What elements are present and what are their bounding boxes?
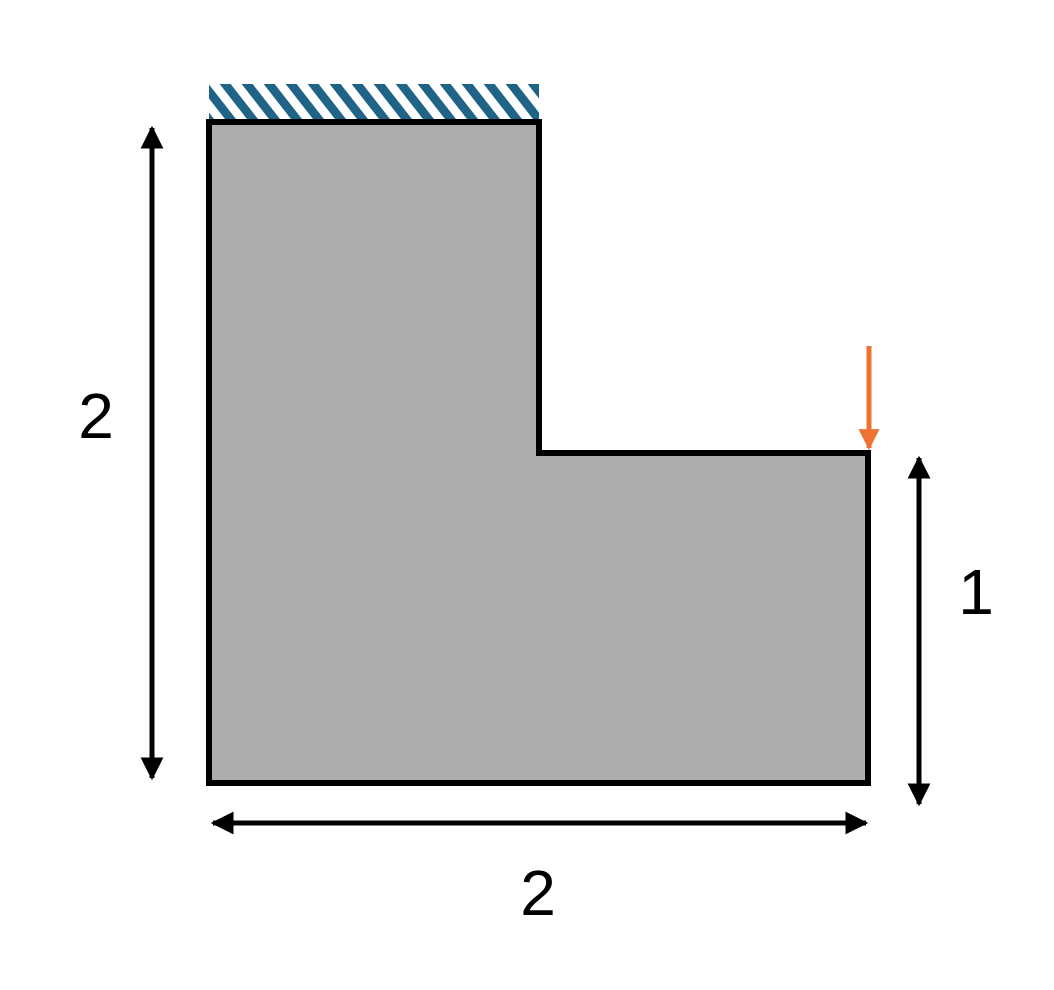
right-height-dimension-label: 1 <box>958 556 994 628</box>
bottom-width-dimension-label: 2 <box>520 857 556 929</box>
left-height-dimension-label: 2 <box>78 380 114 452</box>
l-shaped-body <box>206 119 871 786</box>
fixed-support-hatch-icon <box>209 84 539 122</box>
